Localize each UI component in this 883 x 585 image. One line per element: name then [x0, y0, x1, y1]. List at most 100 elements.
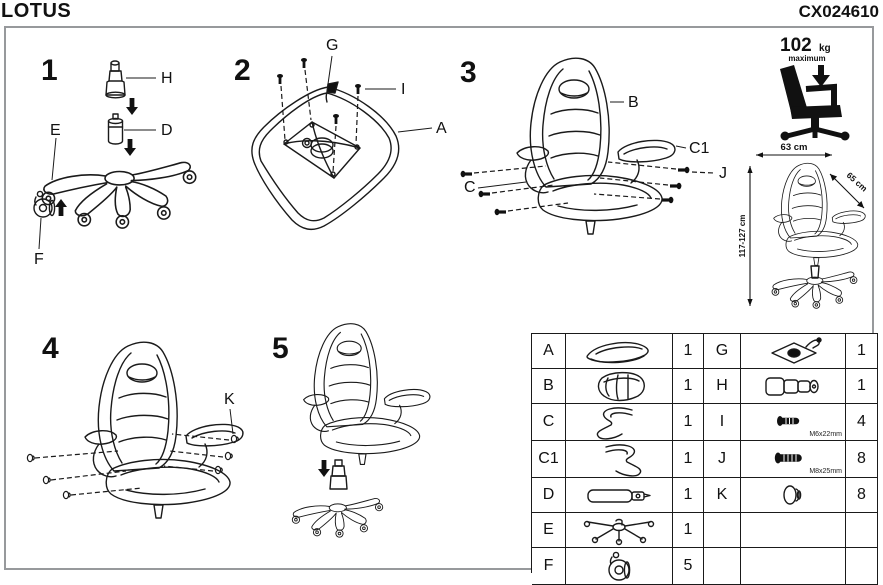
leader-line-j	[691, 171, 715, 174]
part-letter: I	[704, 404, 741, 441]
width-dimension-label: 63 cm	[781, 142, 808, 153]
leader-line-c1	[675, 145, 687, 149]
part-label-c: C	[464, 179, 476, 196]
gas-lift-icon	[587, 489, 651, 503]
leader-line-k	[229, 408, 234, 435]
part-label-e: E	[50, 122, 61, 139]
part-letter: B	[532, 369, 566, 404]
gas-lift-art	[810, 265, 820, 279]
part-letter: J	[704, 441, 741, 478]
screw-icon	[774, 452, 802, 464]
step-2-number: 2	[234, 54, 251, 87]
screw-icon	[777, 416, 800, 426]
height-dimension-arrow	[747, 166, 753, 306]
part-label-a: A	[436, 120, 447, 137]
assembly-step-2-diagram: 2 G I A	[234, 37, 447, 231]
depth-dimension-arrow	[829, 173, 865, 209]
screws-with-dashed-lines	[277, 58, 361, 173]
armrest-right-icon	[605, 444, 642, 477]
part-icon-cell: M8x25mm	[741, 441, 846, 478]
height-dimension-label: 117-127 cm	[738, 215, 747, 258]
step-5-number: 5	[272, 332, 289, 365]
part-letter: G	[704, 334, 741, 369]
part-label-g: G	[326, 37, 338, 54]
caster-part	[33, 190, 56, 218]
max-weight-pictogram: 102 kg maximum	[780, 35, 850, 141]
gas-lift-part	[107, 113, 124, 145]
empty-cell	[741, 513, 846, 548]
part-qty: 5	[673, 548, 704, 585]
part-label-c1: C1	[689, 140, 710, 157]
part-letter: E	[532, 513, 566, 548]
part-qty: 1	[673, 404, 704, 441]
armrest-left-icon	[596, 407, 633, 440]
part-letter: A	[532, 334, 566, 369]
down-arrow-icon	[126, 98, 138, 115]
leader-line-c	[477, 181, 527, 189]
part-qty: 1	[846, 369, 878, 404]
part-label-b: B	[628, 94, 639, 111]
screw-size-label: M8x25mm	[809, 468, 842, 475]
max-weight-value: 102	[780, 35, 812, 56]
max-weight-note: maximum	[788, 54, 825, 63]
max-weight-unit: kg	[819, 43, 831, 54]
part-label-f: F	[34, 251, 44, 268]
chair-body-art	[303, 323, 431, 465]
assembly-step-1-diagram: 1 H D E F	[33, 54, 197, 268]
down-arrow-icon	[124, 139, 136, 156]
part-letter: C1	[532, 441, 566, 478]
tilt-mechanism-part	[283, 81, 361, 179]
star-base-icon	[583, 518, 655, 546]
part-letter: K	[704, 478, 741, 513]
leader-line-a	[397, 127, 433, 133]
part-icon-cell	[566, 369, 673, 404]
chair-body-art	[516, 57, 676, 235]
part-icon-cell	[741, 369, 846, 404]
empty-cell	[704, 513, 741, 548]
star-base-art	[291, 498, 384, 538]
part-letter: C	[532, 404, 566, 441]
width-dimension-arrow	[756, 152, 832, 158]
cover-icon	[765, 377, 819, 396]
part-qty: 1	[673, 441, 704, 478]
chair-body-art	[84, 341, 244, 519]
empty-cell	[846, 513, 878, 548]
part-icon-cell	[741, 478, 846, 513]
empty-cell	[741, 548, 846, 585]
assembly-step-4-diagram: 4 K	[26, 332, 244, 519]
dimension-base-art	[771, 271, 858, 309]
part-letter: H	[704, 369, 741, 404]
part-qty: 8	[846, 478, 878, 513]
part-label-j: J	[719, 165, 727, 182]
backrest-icon	[597, 371, 645, 402]
step-1-number: 1	[41, 54, 58, 87]
bolts-with-dashed-lines	[460, 161, 690, 216]
part-qty: 1	[846, 334, 878, 369]
part-icon-cell	[566, 478, 673, 513]
cap-icon	[783, 485, 802, 505]
seat-icon	[586, 341, 649, 364]
part-icon-cell	[566, 404, 673, 441]
cone-cover-part	[105, 60, 126, 99]
part-qty: 4	[846, 404, 878, 441]
part-label-h: H	[161, 70, 173, 87]
part-icon-cell	[566, 513, 673, 548]
part-label-d: D	[161, 122, 173, 139]
part-icon-cell	[566, 548, 673, 585]
part-label-k: K	[224, 391, 235, 408]
gas-lift-art	[329, 459, 348, 490]
parts-table: A 1 G 1 B	[531, 333, 878, 585]
mechanism-icon	[771, 337, 822, 364]
part-letter: D	[532, 478, 566, 513]
part-letter: F	[532, 548, 566, 585]
leader-line-e	[51, 137, 57, 181]
product-code: CX024610	[798, 2, 879, 21]
dimensions-drawing: 63 cm 117-127 cm 65 cm	[738, 142, 870, 309]
caps-with-dashed-lines	[26, 433, 239, 500]
assembly-step-5-diagram: 5	[272, 323, 431, 538]
caster-icon	[608, 551, 631, 581]
part-icon-cell	[566, 334, 673, 369]
leader-line-f	[38, 217, 42, 250]
depth-dimension-label: 65 cm	[845, 170, 870, 194]
part-icon-cell: M6x22mm	[741, 404, 846, 441]
